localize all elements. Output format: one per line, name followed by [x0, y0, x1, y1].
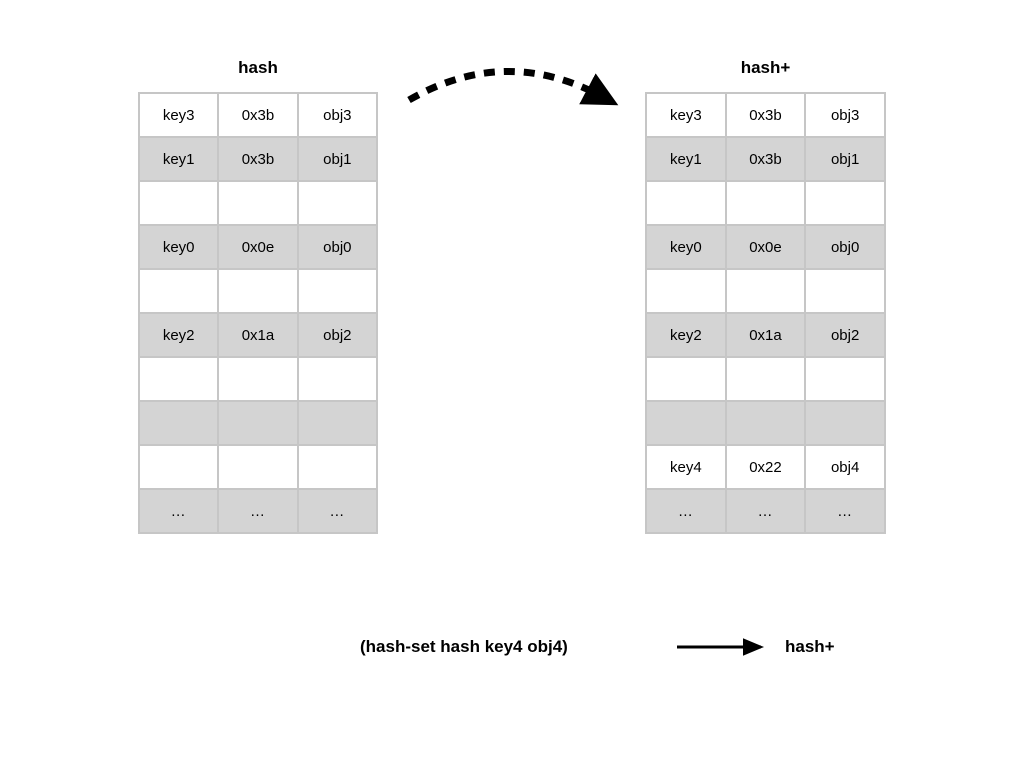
table-row: [137, 180, 379, 226]
table-cell-obj: …: [296, 488, 379, 534]
table-cell-hash: 0x1a: [724, 312, 807, 358]
table-row: [645, 268, 886, 314]
table-cell-hash: 0x1a: [217, 312, 299, 358]
table-cell-key: key0: [137, 224, 220, 270]
table-cell-key: [137, 356, 220, 402]
table-cell-hash: [724, 400, 807, 446]
table-row: [645, 356, 886, 402]
table-cell-hash: 0x0e: [724, 224, 807, 270]
table-cell-obj: obj3: [296, 92, 379, 138]
table-row: key2 0x1a obj2: [645, 312, 886, 358]
table-cell-obj: [804, 268, 886, 314]
table-cell-obj: [296, 180, 379, 226]
table-cell-key: [137, 268, 220, 314]
table-cell-obj: obj4: [804, 444, 886, 490]
table-row: key3 0x3b obj3: [645, 92, 886, 138]
right-arrow-icon: [677, 638, 764, 656]
table-cell-key: [137, 180, 220, 226]
table-row: [137, 356, 379, 402]
dashed-curved-arrow-icon: [407, 67, 619, 106]
hash-plus-table-title: hash+: [740, 58, 791, 77]
caption: (hash-set hash key4 obj4) hash+: [360, 631, 880, 665]
table-cell-key: key1: [645, 136, 727, 182]
table-cell-key: [645, 268, 727, 314]
table-row: [645, 400, 886, 446]
table-cell-hash: 0x3b: [217, 92, 299, 138]
hash-table-title: hash: [238, 58, 278, 77]
table-cell-key: …: [137, 488, 220, 534]
table-cell-obj: obj1: [804, 136, 886, 182]
table-cell-obj: …: [804, 488, 886, 534]
table-cell-key: [645, 356, 727, 402]
table-cell-hash: [217, 356, 299, 402]
table-cell-key: key2: [137, 312, 220, 358]
table-cell-hash: 0x3b: [217, 136, 299, 182]
table-cell-hash: [217, 268, 299, 314]
hash-plus-table: key3 0x3b obj3 key1 0x3b obj1 key0 0x0e …: [645, 92, 886, 534]
table-cell-hash: 0x3b: [724, 92, 807, 138]
table-row: key4 0x22 obj4: [645, 444, 886, 490]
table-row: key0 0x0e obj0: [137, 224, 379, 270]
table-cell-hash: [724, 180, 807, 226]
table-cell-hash: [217, 444, 299, 490]
table-cell-key: [645, 180, 727, 226]
table-cell-obj: obj2: [804, 312, 886, 358]
table-cell-key: key0: [645, 224, 727, 270]
table-cell-hash: [724, 356, 807, 402]
table-cell-obj: obj1: [296, 136, 379, 182]
table-cell-key: [137, 400, 220, 446]
table-row: key3 0x3b obj3: [137, 92, 379, 138]
table-cell-obj: [296, 356, 379, 402]
table-cell-key: …: [645, 488, 727, 534]
caption-expression: (hash-set hash key4 obj4): [360, 637, 568, 656]
table-cell-obj: [804, 400, 886, 446]
table-cell-hash: [217, 180, 299, 226]
table-row: key1 0x3b obj1: [137, 136, 379, 182]
table-cell-hash: [724, 268, 807, 314]
caption-result: hash+: [785, 637, 835, 656]
table-row: [137, 268, 379, 314]
table-cell-key: key4: [645, 444, 727, 490]
table-row: [137, 400, 379, 446]
table-cell-obj: [296, 268, 379, 314]
table-cell-hash: 0x3b: [724, 136, 807, 182]
table-cell-obj: obj0: [296, 224, 379, 270]
table-cell-key: key3: [137, 92, 220, 138]
table-row: … … …: [137, 488, 379, 534]
table-cell-hash: …: [217, 488, 299, 534]
table-row: [137, 444, 379, 490]
table-cell-obj: obj3: [804, 92, 886, 138]
table-cell-key: [137, 444, 220, 490]
table-cell-key: key3: [645, 92, 727, 138]
table-cell-obj: [296, 400, 379, 446]
table-cell-key: key1: [137, 136, 220, 182]
table-row: key0 0x0e obj0: [645, 224, 886, 270]
hash-table: key3 0x3b obj3 key1 0x3b obj1 key0 0x0e …: [137, 92, 379, 534]
table-cell-hash: 0x0e: [217, 224, 299, 270]
table-cell-hash: [217, 400, 299, 446]
table-cell-obj: [804, 356, 886, 402]
table-cell-key: key2: [645, 312, 727, 358]
table-cell-hash: 0x22: [724, 444, 807, 490]
table-cell-obj: [804, 180, 886, 226]
table-cell-hash: …: [724, 488, 807, 534]
table-row: … … …: [645, 488, 886, 534]
table-cell-obj: [296, 444, 379, 490]
table-row: [645, 180, 886, 226]
table-row: key2 0x1a obj2: [137, 312, 379, 358]
table-cell-obj: obj2: [296, 312, 379, 358]
table-cell-key: [645, 400, 727, 446]
table-row: key1 0x3b obj1: [645, 136, 886, 182]
table-cell-obj: obj0: [804, 224, 886, 270]
